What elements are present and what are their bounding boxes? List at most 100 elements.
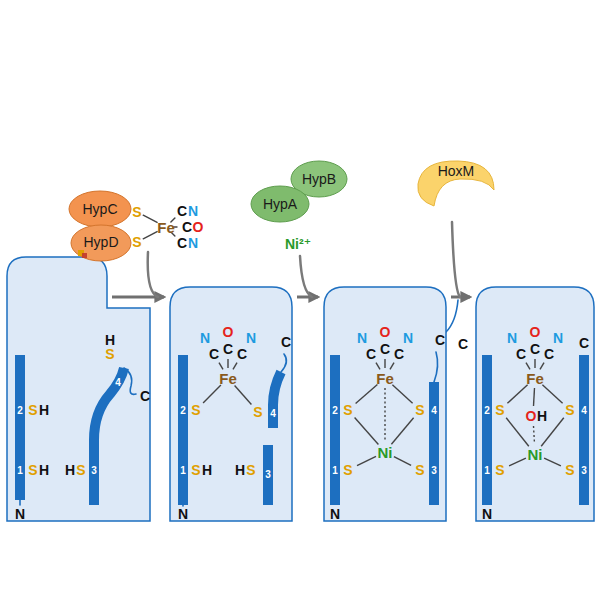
peptide-tail: [281, 354, 286, 372]
sulfur-atom: S: [253, 405, 262, 419]
atom-label: C: [435, 333, 445, 347]
reaction-arrow: [297, 296, 318, 299]
helper-join-line: [452, 222, 460, 297]
bond-line: [219, 363, 223, 370]
iron-sulfur-cluster: [78, 250, 87, 258]
oxygen-atom: O: [530, 325, 541, 339]
bond-line: [390, 363, 394, 370]
nitrogen-atom: N: [553, 331, 563, 345]
atom-label: C: [177, 236, 187, 250]
atom-label: C: [223, 342, 233, 356]
atom-label: H: [202, 463, 212, 477]
nickel-atom: Ni: [528, 447, 543, 462]
atom-label: H: [235, 463, 245, 477]
protein-outline: [476, 287, 594, 521]
residue-number: 3: [431, 466, 437, 476]
atom-label: C: [281, 335, 291, 349]
bond-line: [534, 359, 535, 368]
protein-name: HypB: [302, 172, 336, 186]
peptide-tail: [19, 500, 21, 505]
protein-ellipse: [69, 191, 131, 227]
sulfur-atom: S: [132, 205, 141, 219]
bond-line: [356, 385, 378, 404]
atom-label: H: [537, 409, 547, 423]
atom-label: N: [330, 507, 340, 521]
bond-line: [509, 458, 526, 466]
bond-line: [534, 426, 535, 444]
protein-name: HypA: [263, 197, 297, 211]
hydrogenase-subunit: 2SH1SHHS4HS3CN: [5, 255, 109, 523]
protein-name: HypC: [82, 202, 117, 216]
sulfur-atom: S: [565, 463, 574, 477]
atom-label: C: [380, 342, 390, 356]
protein-outline: [324, 287, 446, 521]
bond-line: [542, 385, 562, 404]
nickel-atom: Ni: [378, 445, 393, 460]
atom-label: H: [65, 463, 75, 477]
bond-line: [506, 418, 529, 446]
residue-number: 3: [91, 466, 97, 476]
subunit-outline: [474, 285, 596, 523]
atom-label: C: [209, 347, 219, 361]
helper-protein: HypD: [70, 224, 132, 262]
sulfur-atom: S: [246, 463, 255, 477]
crescent-protein: HoxM: [414, 158, 498, 220]
helper-join-line: [300, 256, 312, 297]
bond-line: [233, 363, 237, 370]
sulfur-atom: S: [28, 463, 37, 477]
iron-atom: Fe: [526, 371, 544, 386]
strand-bar: [330, 355, 340, 505]
atom-label: N: [15, 507, 25, 521]
residue-number: 3: [581, 466, 587, 476]
subunit-outline: [168, 285, 294, 523]
sulfur-atom: S: [191, 403, 200, 417]
iron-atom: Fe: [219, 371, 237, 386]
residue-number: 1: [180, 466, 186, 476]
strand-bar: [579, 355, 589, 505]
hydrogenase-subunit: 2SFeCNCOCNOHS4Ni1SS3CN: [474, 285, 596, 523]
sulfur-atom: S: [105, 347, 114, 361]
atom-label: C: [140, 389, 150, 403]
sulfur-atom: S: [415, 403, 424, 417]
hydrogenase-subunit: 2SFeCNCOCNS4Ni1SS3CN: [322, 285, 448, 523]
bond-line: [143, 215, 157, 222]
sulfur-atom: S: [343, 403, 352, 417]
atom-label: N: [482, 507, 492, 521]
helper-protein: HypA: [250, 185, 310, 223]
sulfur-atom: S: [28, 403, 37, 417]
bond-line: [534, 388, 535, 406]
peptide-tail: [182, 505, 184, 506]
bond-line: [235, 386, 252, 405]
protein-outline: [7, 257, 150, 521]
oxygen-atom: O: [526, 409, 537, 423]
crescent-shape: [418, 161, 494, 206]
atom-label: C: [394, 347, 404, 361]
nitrogen-atom: N: [507, 331, 517, 345]
atom-label: C: [366, 347, 376, 361]
bond-line: [227, 359, 228, 368]
bond-line: [394, 457, 411, 466]
sulfur-atom: S: [495, 463, 504, 477]
atom-label: C: [237, 347, 247, 361]
protein-name: HypD: [83, 235, 118, 249]
protein-ellipse: [251, 186, 309, 222]
strand-bar: [178, 355, 188, 505]
sulfur-atom: S: [495, 403, 504, 417]
iron-atom: Fe: [376, 371, 394, 386]
iron-atom: Fe: [157, 220, 175, 235]
peptide-tail: [434, 352, 438, 382]
bond-line: [143, 232, 157, 239]
atom-label: C: [177, 204, 187, 218]
bond-line: [540, 363, 544, 370]
bond-line: [355, 418, 379, 445]
atom-label: C: [182, 220, 192, 234]
nitrogen-atom: N: [200, 331, 210, 345]
atom-label: C: [516, 347, 526, 361]
oxygen-atom: O: [193, 220, 204, 234]
bond-line: [384, 359, 385, 368]
atom-label: C: [458, 337, 468, 351]
bond-line: [384, 388, 385, 442]
sulfur-atom: S: [191, 463, 200, 477]
residue-number: 3: [265, 470, 271, 480]
